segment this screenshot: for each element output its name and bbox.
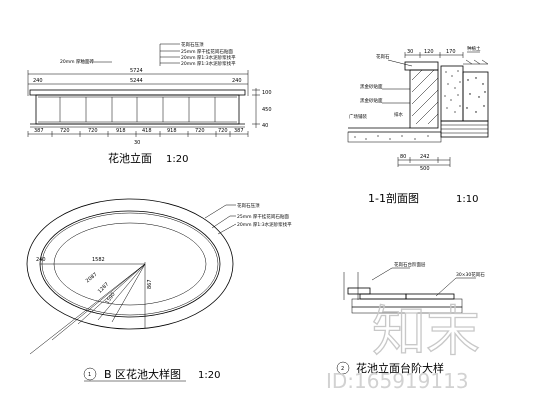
plan-leader-label: 25mm 厚干挂花岗石贴面 [237,213,289,220]
section-label-paving: 广场铺装 [349,113,367,120]
elevation-dim-vertical: 40 [262,123,268,129]
elevation-dim-bottom: 720 [218,128,228,134]
elevation-dim-bottom: 918 [167,128,177,134]
section-title: 1-1剖面图 [368,191,419,205]
step-detail: 花岗石台阶面层 30×30花岗石 2 花池立面台阶大样 [336,261,485,375]
flower-bed-elevation: 花岗石压顶 25mm 厚干挂花岗石贴面 20mm 厚1:3水泥砂浆找平 20mm… [27,41,272,165]
elevation-dim-overall: 5724 [130,68,143,74]
plan-dim-radius: 1590 [104,292,116,306]
plan-leader-label: 20mm 厚1:3水泥砂浆找平 [237,221,292,228]
paving-dots [354,135,429,140]
section-label-drain: 排水 [394,111,403,118]
section-1-1: 30 120 170 花岗石 种植土 [347,45,489,205]
section-scale: 1:10 [456,194,478,205]
plan-dim-radius-long: 1582 [92,257,105,263]
elevation-dim-right: 240 [232,78,242,84]
gravel-dots [466,77,486,113]
section-dim-bottom: 242 [420,154,430,160]
plan-dim-offset: 240 [36,257,46,263]
step-detail-label: 30×30花岗石 [456,271,485,278]
step-detail-label: 花岗石台阶面层 [394,261,426,268]
watermark-id: ID:165919113 [326,369,469,393]
elevation-panel-joints [59,97,216,122]
plan-title: B 区花池大样图 [104,367,181,381]
elevation-dim-bottom: 387 [234,128,244,134]
elevation-leader-label: 20mm 厚釉面砖 [60,58,94,65]
section-dim-top: 120 [424,49,434,55]
plan-leader-label: 花岗石压顶 [237,202,260,209]
elevation-dim-inner: 5244 [130,78,143,84]
elevation-dim-bottom: 918 [116,128,126,134]
soil-dots [444,70,461,113]
detail-callout-number: 2 [341,366,344,372]
elevation-leader-label: 20mm 厚1:3水泥砂浆找平 [181,54,236,61]
plan-callout-number: 1 [88,372,91,378]
elevation-dim-bottom: 720 [60,128,70,134]
section-dim-bottom: 80 [400,154,406,160]
plan-scale: 1:20 [198,370,220,381]
elevation-title: 花池立面 [108,151,152,165]
elevation-scale: 1:20 [166,154,188,165]
section-dim-bottom: 500 [420,166,430,172]
elevation-dim-vertical: 100 [262,90,272,96]
section-label-soil: 种植土 [467,45,481,52]
wall-hatch [411,69,439,125]
plan-dim-radius-short: 867 [147,279,153,289]
section-label-wall-finish: 黑金砂贴面 [360,83,383,90]
elevation-leader-label: 20mm 厚1:3水泥砂浆找平 [181,60,236,67]
flower-bed-plan: 1582 867 240 2087 1287 1590 花岗石压顶 25mm 厚… [26,198,292,382]
elevation-bottom-ticks [27,131,249,137]
section-dim-top: 30 [407,49,413,55]
watermark-brand: 知末 [372,300,480,363]
elevation-leader-label: 25mm 厚干挂花岗石贴面 [181,48,233,55]
section-dim-top: 170 [446,49,456,55]
elevation-dim-bottom: 720 [195,128,205,134]
elevation-dim-axis: 30 [134,140,140,146]
section-label-cap: 花岗石 [376,53,390,60]
elevation-dim-bottom: 720 [88,128,98,134]
watermark: 知末 ID:165919113 [326,299,481,393]
detail-title: 花池立面台阶大样 [356,361,444,375]
elevation-dim-bottom: 387 [34,128,44,134]
section-label-base-finish: 黑金砂贴面 [360,97,383,104]
elevation-dim-left: 240 [33,78,43,84]
elevation-dim-vertical: 450 [262,107,272,113]
plan-dim-radius: 2087 [85,272,99,285]
elevation-leader-label: 花岗石压顶 [181,41,204,48]
elevation-dim-bottom: 418 [142,128,152,134]
